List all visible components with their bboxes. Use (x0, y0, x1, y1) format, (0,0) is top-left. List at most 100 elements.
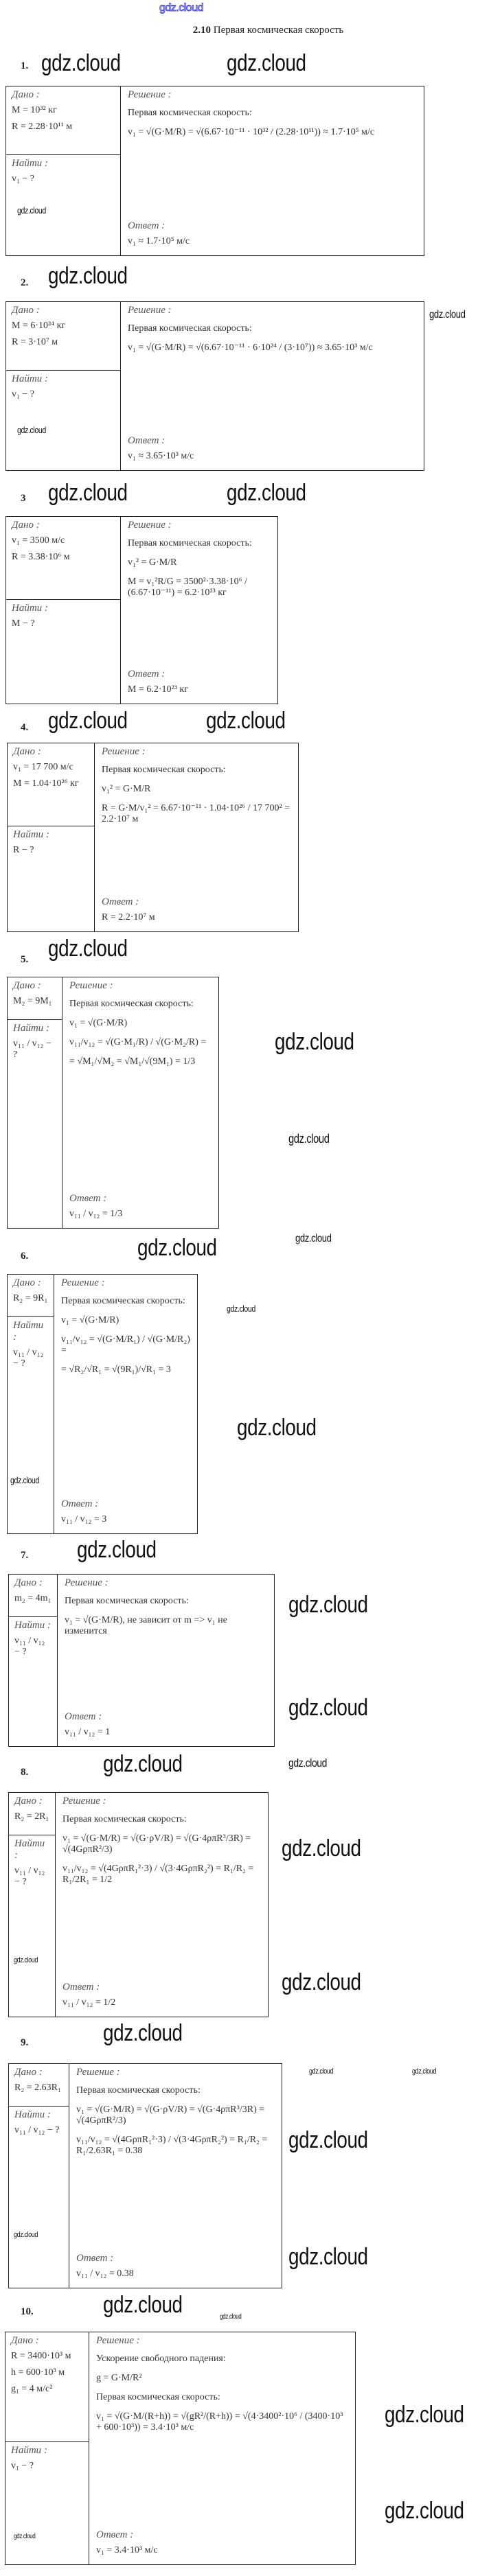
find-section: Найти :v₁₁ / v₁₂ − ? (8, 1020, 62, 1228)
watermark-text: gdz.cloud (288, 2244, 368, 2270)
answer-label: Ответ : (69, 1193, 107, 1204)
answer-section: Ответ :v₁₁ / v₁₂ = 3 (61, 1498, 190, 1531)
solution-line: Первая космическая скорость: (102, 765, 226, 775)
solution-line: v₁ = √(G·M/R) = √(6.67·10⁻¹¹ · 6·10²⁴ / … (128, 343, 373, 353)
find-label: Найти : (14, 2109, 51, 2120)
problem-number: 3 (21, 493, 26, 504)
watermark-text: gdz.cloud (220, 2313, 242, 2321)
solution-column: Решение :Первая космическая скорость:v₁ … (69, 2064, 282, 2288)
solution-line: Ускорение свободного падения: (96, 2354, 226, 2364)
watermark-text: gdz.cloud (17, 425, 46, 435)
answer-value: v₁₁ / v₁₂ = 1/3 (69, 1209, 123, 1219)
given-label: Дано : (13, 746, 41, 757)
solution-column: Решение :Первая космическая скорость:v₁ … (58, 1575, 274, 1746)
watermark-text: gdz.cloud (275, 1029, 354, 1055)
answer-label: Ответ : (65, 1711, 102, 1722)
given-find-column: Дано : R₂ = 9R₁ Найти : v₁₁ / v₁₂ − ? (8, 1275, 54, 1533)
solution-line: Первая космическая скорость: (128, 538, 252, 548)
solution-column: Решение :Ускорение свободного падения:g … (89, 2332, 355, 2564)
answer-section: Ответ :v₁ ≈ 3.65·10³ м/с (128, 435, 417, 467)
solution-line: Первая космическая скорость: (61, 1296, 185, 1306)
given-value: M = 10³² кг (12, 105, 57, 115)
find-label: Найти : (12, 158, 48, 169)
given-value: M = 6·10²⁴ кг (12, 321, 66, 331)
problem-number: 2. (21, 277, 29, 288)
answer-label: Ответ : (128, 669, 166, 680)
solution-line: v₁ = √(G·M/R) (61, 1315, 119, 1325)
watermark-text: gdz.cloud (309, 2067, 333, 2076)
answer-value: v₁₁ / v₁₂ = 1/2 (62, 1997, 116, 2008)
solution-label: Решение : (69, 980, 113, 991)
section-number: 2.10 (192, 25, 211, 36)
given-value: R₂ = 2.63R₁ (14, 2082, 61, 2093)
find-label: Найти : (13, 1320, 44, 1343)
given-section: Дано :R₂ = 2.63R₁ (9, 2064, 69, 2107)
problem-number: 10. (21, 2306, 34, 2317)
given-label: Дано : (13, 1277, 41, 1288)
find-value: v₁₁ / v₁₂ − ? (14, 1636, 45, 1657)
answer-label: Ответ : (62, 1982, 100, 1993)
watermark-text: gdz.cloud (41, 50, 121, 76)
problem-table: Дано :R₂ = 2.63R₁ Найти : v₁₁ / v₁₂ − ? Реш… (8, 2063, 282, 2288)
find-value: v₁₁ / v₁₂ − ? (14, 2125, 60, 2135)
find-label: Найти : (12, 603, 48, 614)
find-value: v₁ − ? (11, 2461, 34, 2471)
solution-line: v₁ = √(G·M/R) (69, 1018, 128, 1028)
watermark-text: gdz.cloud (288, 2127, 368, 2153)
problem-number: 9. (21, 2037, 29, 2048)
solution-line: v₁₁/v₁₂ = √(G·M₁/R) / √(G·M₂/R) = (69, 1037, 207, 1047)
watermark-text: gdz.cloud (282, 1835, 361, 1861)
find-label: Найти : (13, 1023, 49, 1034)
watermark-text: gdz.cloud (14, 2533, 36, 2540)
solution-label: Решение : (102, 746, 146, 757)
watermark-text: gdz.cloud (288, 1132, 330, 1146)
solution-line: = √M₁/√M₂ = √M₁/√(9M₁) = 1/3 (69, 1056, 196, 1067)
given-label: Дано : (13, 980, 41, 991)
answer-value: v₁ ≈ 1.7·10⁵ м/с (128, 236, 190, 246)
given-value: R = 3400·10³ м (11, 2351, 71, 2361)
given-value: h = 600·10³ м (11, 2367, 65, 2378)
section-title: Первая космическая скорость (213, 25, 344, 36)
solution-column: Решение :Первая космическая скорость:v₁ … (62, 977, 218, 1228)
solution-line: v₁₁/v₁₂ = √(4GρπR₁²·3) / √(3·4GρπR₂²) = … (76, 2135, 268, 2156)
answer-value: v₁ = 3.4·10³ м/с (96, 2545, 158, 2555)
answer-value: v₁₁ / v₁₂ = 3 (61, 1514, 107, 1524)
find-section: Найти :v₁ − ? (6, 155, 120, 255)
solution-label: Решение : (128, 305, 172, 316)
watermark-text: gdz.cloud (429, 309, 466, 321)
find-label: Найти : (14, 1838, 45, 1861)
find-label: Найти : (12, 373, 48, 384)
given-section: Дано :R₂ = 2R₁ (9, 1793, 55, 1835)
solution-column: Решение :Первая космическая скорость:v₁ … (121, 302, 424, 470)
given-label: Дано : (12, 305, 40, 316)
given-section: Дано : R₂ = 9R₁ (8, 1275, 54, 1317)
problem-number: 6. (21, 1251, 29, 1262)
watermark-text: gdz.cloud (288, 1592, 368, 1618)
problem-number: 4. (21, 722, 29, 733)
watermark-text: gdz.cloud (103, 1751, 183, 1777)
find-value: v₁₁ / v₁₂ − ? (13, 1347, 44, 1369)
given-value: g₁ = 4 м/с² (11, 2384, 53, 2394)
given-value: R₂ = 9R₁ (13, 1293, 48, 1303)
watermark-text: gdz.cloud (288, 1756, 327, 1769)
watermark-text: gdz.cloud (282, 1969, 361, 1995)
watermark-text: gdz.cloud (17, 205, 46, 216)
site-logo[interactable]: gdz.cloud (159, 2, 205, 14)
answer-value: M = 6.2·10²³ кг (128, 684, 188, 695)
solution-column: Решение :Первая космическая скорость:v₁ … (56, 1793, 268, 2017)
solution-line: v₁ = √(G·M/R), не зависит от m => v₁ не … (65, 1615, 227, 1636)
find-value: M − ? (12, 618, 35, 629)
find-value: v₁₁ / v₁₂ − ? (14, 1866, 45, 1887)
find-value: R − ? (13, 845, 34, 855)
solution-column: Решение :Первая космическая скорость:v₁ … (54, 1275, 197, 1533)
answer-section: Ответ :v₁₁ / v₁₂ = 0.38 (76, 2253, 275, 2285)
watermark-text: gdz.cloud (14, 1956, 38, 1964)
solution-label: Решение : (128, 89, 172, 100)
